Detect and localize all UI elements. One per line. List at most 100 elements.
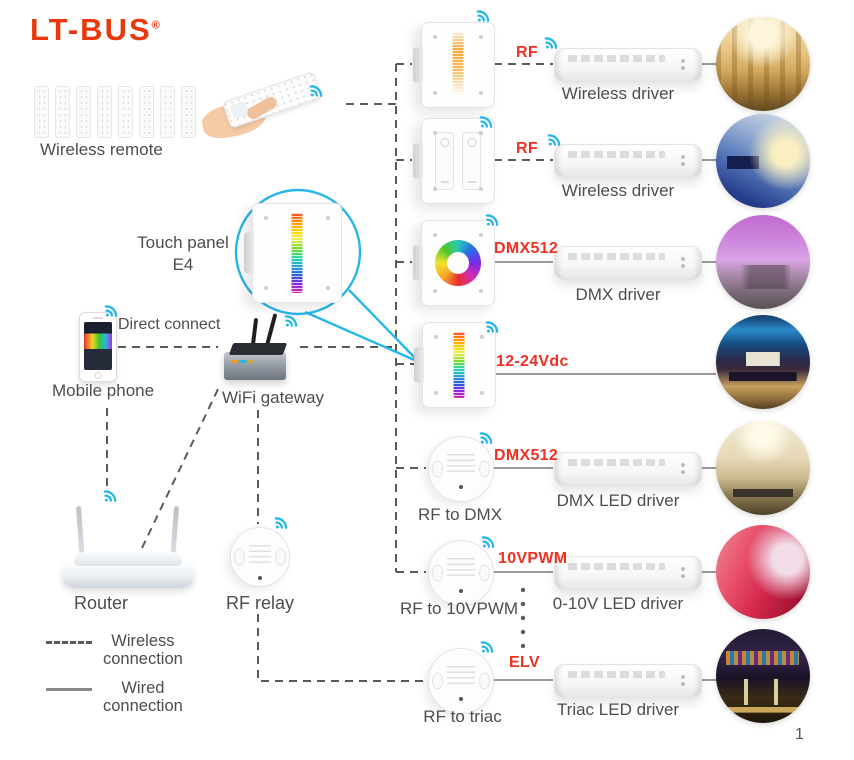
application-photo-warm-room [716,421,810,515]
protocol-label: RF [516,140,538,157]
converter-label: RF to DMX [417,505,503,524]
protocol-label: ELV [509,654,540,671]
driver-label: DMX driver [575,285,661,304]
led-driver [554,452,702,486]
application-photo-hotel-lobby [716,17,810,111]
logo-text: LT-BUS [30,12,152,47]
wifi-icon [271,512,292,533]
registered-mark: ® [151,19,160,32]
application-photo-living-room [716,114,810,208]
legend-wireless-word: Wireless [111,632,175,650]
device-faceplate [447,558,475,576]
application-photo-bar [716,629,810,723]
wifi-gateway-device [222,310,292,384]
wired-connections [493,63,717,681]
router-label: Router [74,593,129,613]
wifi-icon [100,485,121,506]
cct-slider-strip [452,32,464,98]
legend-wired-word2: connection [103,697,183,716]
touch-panel-cct [421,22,495,108]
remote-unit [160,86,175,138]
mobile-phone-device [79,312,117,382]
touch-panel-label-line1: Touch panel [137,233,229,252]
application-photo-bedroom [716,215,810,309]
converter-label: RF to 10VPWM [399,599,519,618]
wireless-remote-group [34,86,196,138]
led-driver [554,144,702,178]
remote-unit [139,86,154,138]
wifi-icon [477,636,498,657]
device-faceplate [249,545,271,563]
wifi-icon [281,310,302,331]
legend-wireless-word2: connection [103,650,183,669]
touch-slider [462,132,481,190]
wifi-icon [101,300,122,321]
rf-relay-device [230,527,290,587]
protocol-label: DMX512 [494,447,559,464]
magnifier-callout [234,188,420,364]
gateway-body [224,352,286,380]
mobile-phone-label: Mobile phone [52,381,155,400]
driver-label: 0-10V LED driver [552,594,684,613]
led-driver [554,246,702,280]
router-body [62,552,194,588]
protocol-label: 10VPWM [498,550,568,567]
direct-connect-label: Direct connect [118,316,221,333]
legend-wireless-text: Wireless connection [103,632,183,668]
touch-panel-e4-zoomed [252,203,342,303]
wifi-icon [478,531,499,552]
rgb-color-strip [453,332,465,398]
touch-panel-label: Touch panel E4 [128,232,238,276]
led-driver [554,664,702,698]
driver-label: Triac LED driver [556,700,680,719]
wireless-remote-label: Wireless remote [40,140,163,159]
remote-unit [118,86,133,138]
remote-unit [76,86,91,138]
touch-panel-dimmer [421,118,495,204]
color-wheel [435,240,481,286]
phone-app-screen [84,322,112,370]
remote-unit [34,86,49,138]
wifi-icon [541,32,562,53]
legend: Wireless connection Wired connection [46,632,183,727]
legend-wireless-row: Wireless connection [46,632,183,668]
rgb-color-strip [291,213,303,293]
device-faceplate [447,666,475,684]
led-driver [554,48,702,82]
legend-wired-row: Wired connection [46,679,183,715]
remote-unit [97,86,112,138]
driver-label: Wireless driver [561,181,675,200]
brand-logo: LT-BUS® [30,12,160,48]
legend-dashed-line [46,641,92,644]
driver-label: DMX LED driver [556,491,680,510]
wifi-icon [473,5,494,26]
touch-slider [435,132,454,190]
protocol-label: DMX512 [494,240,559,257]
rf-to-triac-converter [428,648,494,714]
wifi-icon [476,427,497,448]
touch-panel-e4 [422,322,496,408]
legend-wired-word: Wired [121,679,165,698]
wireless-connections [106,63,553,682]
wifi-icon [544,129,565,150]
led-driver [554,556,702,590]
rf-to-dmx-converter [428,436,494,502]
protocol-label: RF [516,44,538,61]
wifi-icon [482,316,503,337]
remote-unit [181,86,196,138]
legend-solid-line [46,688,92,692]
touch-panel-rgb [421,220,495,306]
protocol-label: 12-24Vdc [496,353,569,370]
application-photo-home-theater [716,315,810,409]
legend-wired-text: Wired connection [103,679,183,715]
rf-to-10vpwm-converter [428,540,494,606]
wifi-icon [476,111,497,132]
device-faceplate [447,454,475,472]
wifi-gateway-label: WiFi gateway [222,388,325,407]
touch-panel-model: E4 [172,255,194,275]
wifi-icon [482,209,503,230]
rf-relay-label: RF relay [226,593,295,613]
wifi-icon [306,80,327,101]
router-device [62,504,194,590]
